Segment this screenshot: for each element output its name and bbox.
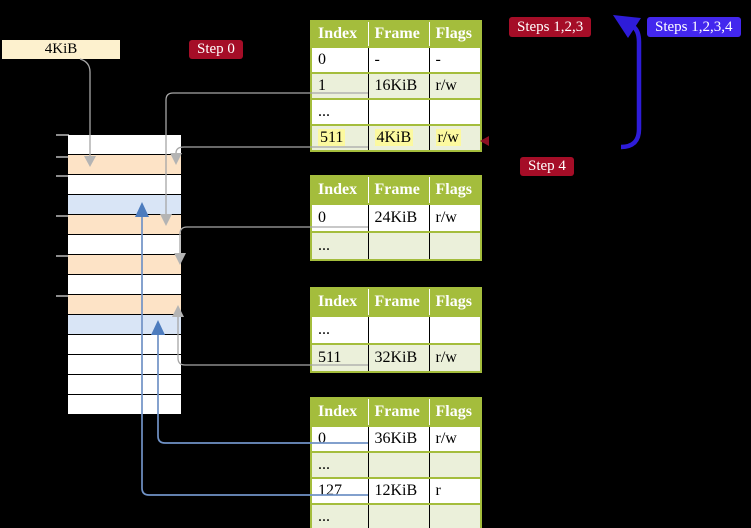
table-row: 0-- <box>311 46 481 73</box>
steps123-badge: Steps 1,2,3 <box>509 17 592 37</box>
frame-size-label: 4KiB <box>2 40 120 59</box>
memory-frame-row-blue <box>68 195 181 215</box>
table-cell: r/w <box>428 343 481 372</box>
table-cell: - <box>367 46 429 73</box>
table-cell: 1 <box>311 72 368 99</box>
table-cell: 16KiB <box>367 72 429 99</box>
table-cell: 32KiB <box>367 343 429 372</box>
table-cell <box>428 315 481 344</box>
column-header: Frame <box>367 288 429 316</box>
table-row: 511 4KiB r/w <box>311 124 481 151</box>
step0-badge: Step 0 <box>189 40 243 59</box>
table-cell <box>367 315 429 344</box>
column-header: Index <box>311 176 368 204</box>
column-header: Flags <box>428 398 481 426</box>
table-cell: 511 <box>311 124 368 151</box>
table-cell: 0 <box>311 203 368 232</box>
table-cell: ... <box>311 451 368 478</box>
table-row: ... <box>311 315 481 344</box>
table-row: ... <box>311 98 481 125</box>
memory-tick <box>56 156 69 158</box>
column-header: Index <box>311 21 368 47</box>
memory-frame-row-white <box>68 375 181 395</box>
table-cell: 0 <box>311 425 368 452</box>
column-header: Index <box>311 288 368 316</box>
memory-frame-row-white <box>68 135 181 155</box>
memory-frame-row-white <box>68 175 181 195</box>
table-cell <box>428 503 481 528</box>
memory-frame-row-peach <box>68 255 181 275</box>
step4-badge: Step 4 <box>520 157 574 176</box>
table-cell: 0 <box>311 46 368 73</box>
column-header: Index <box>311 398 368 426</box>
highlighted-value: 511 <box>318 129 346 146</box>
table-cell <box>428 98 481 125</box>
table-row: ... <box>311 451 481 478</box>
highlighted-value: r/w <box>435 129 461 146</box>
column-header: Frame <box>367 176 429 204</box>
table-cell <box>428 231 481 260</box>
table-cell <box>367 231 429 260</box>
memory-frame-row-peach <box>68 215 181 235</box>
table-cell <box>367 451 429 478</box>
table-cell: 127 <box>311 477 368 504</box>
column-header: Flags <box>428 288 481 316</box>
table-cell: r/w <box>428 425 481 452</box>
memory-frame-row-white <box>68 395 181 415</box>
memory-frame-row-white <box>68 275 181 295</box>
column-header: Flags <box>428 176 481 204</box>
steps-loop-arrow-icon <box>613 15 642 150</box>
table-cell: r/w <box>428 203 481 232</box>
table-cell: 24KiB <box>367 203 429 232</box>
table-cell: 511 <box>311 343 368 372</box>
table-cell: ... <box>311 503 368 528</box>
memory-tick <box>56 255 69 257</box>
table-cell: ... <box>311 231 368 260</box>
column-header: Frame <box>367 398 429 426</box>
memory-frame-row-blue <box>68 315 181 335</box>
table-cell: ... <box>311 98 368 125</box>
table-cell: ... <box>311 315 368 344</box>
column-header: Frame <box>367 21 429 47</box>
memory-tick <box>56 175 69 177</box>
table-cell <box>367 503 429 528</box>
column-header: Flags <box>428 21 481 47</box>
table-cell: r <box>428 477 481 504</box>
highlighted-value: 4KiB <box>374 129 414 146</box>
memory-frame-row-white <box>68 355 181 375</box>
memory-frame-row-peach <box>68 295 181 315</box>
table-cell <box>367 98 429 125</box>
table-cell: r/w <box>428 72 481 99</box>
physical-memory-stack <box>68 135 181 415</box>
memory-tick <box>56 134 69 136</box>
table-row: ... <box>311 503 481 528</box>
table-cell: 12KiB <box>367 477 429 504</box>
memory-frame-row-white <box>68 235 181 255</box>
table-cell: 4KiB <box>367 124 429 151</box>
table-cell <box>428 451 481 478</box>
memory-tick <box>56 215 69 217</box>
table-cell: 36KiB <box>367 425 429 452</box>
table-cell: r/w <box>428 124 481 151</box>
memory-frame-row-peach <box>68 155 181 175</box>
steps1234-badge: Steps 1,2,3,4 <box>647 17 741 37</box>
table-row: ... <box>311 231 481 260</box>
memory-frame-row-white <box>68 335 181 355</box>
memory-tick <box>56 295 69 297</box>
table-cell: - <box>428 46 481 73</box>
